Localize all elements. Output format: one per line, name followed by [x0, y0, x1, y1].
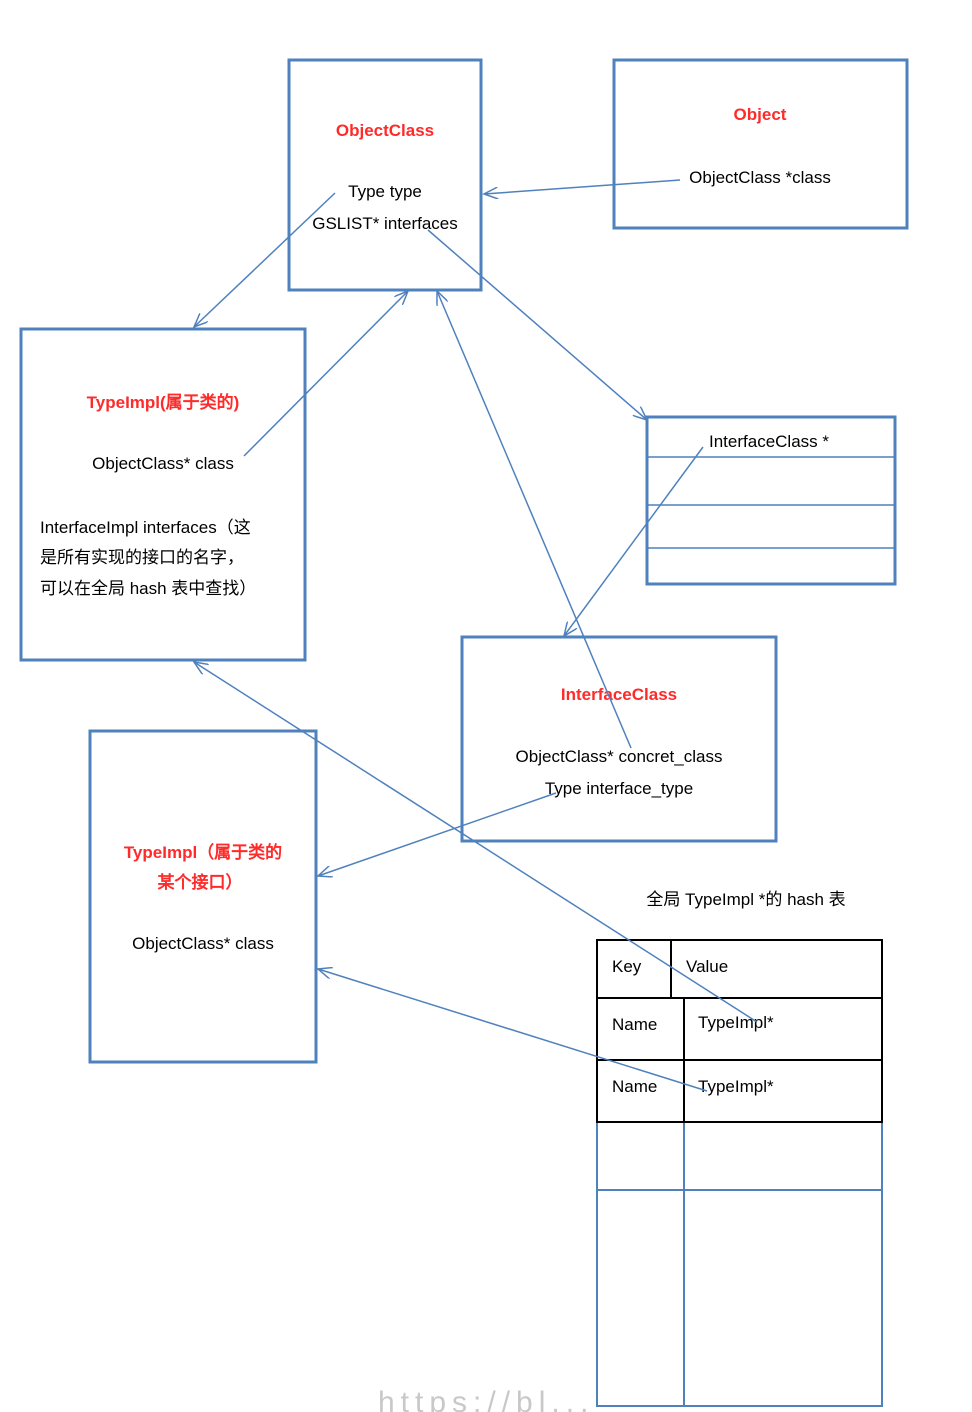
hash-table-caption: 全局 TypeImpl *的 hash 表	[646, 890, 845, 909]
arrow-objectclass-type-to-typeimpl	[194, 192, 336, 327]
object-class-field-interfaces: GSLIST* interfaces	[312, 214, 458, 233]
typeimpl-class-box: TypeImpl(属于类的) ObjectClass* class Interf…	[19, 327, 307, 662]
object-title: Object	[734, 105, 787, 124]
interface-class-title: InterfaceClass	[561, 685, 677, 704]
typeimpl-class-note-line-1: 是所有实现的接口的名字，	[40, 548, 244, 567]
arrow-hash-row1-to-typeimpl-class	[194, 662, 758, 1023]
typeimpl-class-title: TypeImpl(属于类的)	[87, 392, 240, 412]
hash-table-header-value: Value	[686, 957, 728, 976]
object-class-field-type: Type type	[348, 182, 422, 201]
interface-list-header: InterfaceClass *	[709, 432, 829, 451]
object-class-title: ObjectClass	[336, 121, 434, 140]
interface-list-box: InterfaceClass *	[645, 415, 897, 586]
typeimpl-interface-field-class: ObjectClass* class	[132, 934, 274, 953]
hash-table-row-1-value: TypeImpl*	[698, 1013, 774, 1032]
hash-table-header-key: Key	[612, 957, 642, 976]
typeimpl-class-field-class: ObjectClass* class	[92, 454, 234, 473]
arrow-hash-row2-to-typeimpl-interface	[318, 969, 708, 1092]
interface-class-field-interface-type: Type interface_type	[545, 779, 693, 798]
typeimpl-class-note-line-2: 可以在全局 hash 表中查找）	[40, 579, 256, 598]
hash-table: Key Value Name TypeImpl* Name TypeImpl*	[596, 939, 883, 1407]
typeimpl-interface-box: TypeImpl（属于类的 某个接口） ObjectClass* class	[88, 729, 318, 1064]
hash-table-row-2-value: TypeImpl*	[698, 1077, 774, 1096]
arrow-typeimpl-class-to-objectclass	[243, 291, 408, 457]
interface-class-field-concret-class: ObjectClass* concret_class	[516, 747, 723, 766]
watermark: https://bl...	[378, 1386, 594, 1412]
typeimpl-interface-title-line-2: 某个接口）	[158, 872, 243, 892]
arrow-object-to-objectclass	[484, 179, 681, 194]
hash-table-row-2-key: Name	[612, 1077, 657, 1096]
arrow-interfaces-to-interface-list	[427, 229, 647, 420]
interface-class-box: InterfaceClass ObjectClass* concret_clas…	[460, 635, 778, 843]
object-box: Object ObjectClass *class	[612, 58, 909, 230]
hash-table-row-1-key: Name	[612, 1015, 657, 1034]
arrow-interface-type-to-typeimpl	[318, 792, 557, 876]
arrow-interface-list-to-interfaceclass	[564, 446, 704, 636]
arrow-concret-class-to-objectclass	[437, 291, 632, 749]
typeimpl-class-field-interfaces: InterfaceImpl interfaces（这	[40, 518, 251, 537]
typeimpl-interface-title-line-1: TypeImpl（属于类的	[124, 842, 282, 862]
object-class-box: ObjectClass Type type GSLIST* interfaces	[287, 58, 483, 292]
object-field-class: ObjectClass *class	[689, 168, 831, 187]
connector-arrows	[194, 179, 758, 1092]
